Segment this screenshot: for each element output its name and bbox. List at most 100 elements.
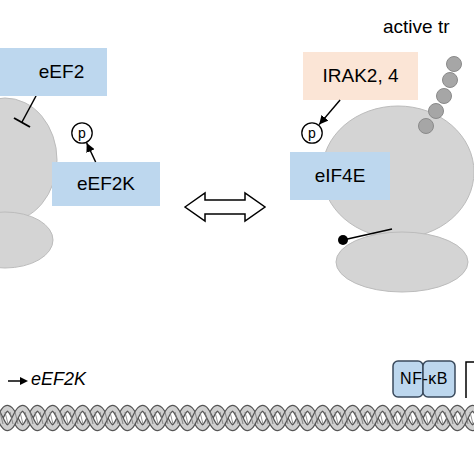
dna-hatch — [105, 412, 108, 424]
binding-ball — [338, 235, 348, 245]
equilibrium-arrow — [185, 193, 265, 221]
node-text: p — [78, 125, 86, 141]
dna-hatch — [265, 412, 268, 424]
dna-hatch — [340, 412, 343, 424]
dna-hatch — [305, 412, 308, 424]
peptide-bead — [429, 104, 444, 119]
ribosome-large-subunit — [0, 98, 57, 222]
dna-hatch — [190, 412, 193, 424]
binding-line — [343, 229, 392, 240]
dna-hatch — [135, 412, 138, 424]
dna-hatch — [470, 412, 473, 424]
dna-hatch — [250, 412, 253, 424]
dna-hatch — [215, 412, 218, 424]
dna-hatch — [195, 412, 198, 424]
dna-hatch — [375, 412, 378, 424]
dna-strand — [0, 408, 474, 427]
peptide-bead — [437, 89, 452, 104]
dna-hatch — [410, 412, 413, 424]
dna-hatch — [55, 412, 58, 424]
dna-hatch — [385, 412, 388, 424]
dna-hatch — [365, 412, 368, 424]
dna-hatch — [295, 412, 298, 424]
dna-strand — [0, 408, 474, 427]
dna-hatch — [160, 412, 163, 424]
dna-hatch — [230, 412, 233, 424]
dna-hatch — [465, 412, 468, 424]
dna-hatch — [430, 412, 433, 424]
dna-hatch — [60, 412, 63, 424]
dna-hatch — [310, 412, 313, 424]
dna-hatch — [40, 412, 43, 424]
dna-hatch — [370, 412, 373, 424]
dna-hatch — [70, 412, 73, 424]
dna-hatch — [435, 412, 438, 424]
dna-hatch — [320, 412, 323, 424]
dna-hatch — [165, 412, 168, 424]
dna-hatch — [360, 412, 363, 424]
dna-hatch — [355, 412, 358, 424]
dna-hatch — [75, 412, 78, 424]
gene-label: eEF2K — [31, 369, 86, 390]
dna-hatch — [10, 412, 13, 424]
ribosome-small-subunit — [336, 232, 468, 292]
dna-hatch — [155, 412, 158, 424]
node-text: IRAK2, 4 — [322, 65, 398, 87]
dna-hatch — [120, 412, 123, 424]
dna-hatch — [90, 412, 93, 424]
ribosome-small-subunit — [0, 212, 53, 268]
dna-hatch — [115, 412, 118, 424]
kinase-box: eEF2K — [52, 162, 160, 206]
dna-hatch — [280, 412, 283, 424]
dna-hatch — [175, 412, 178, 424]
inhibition-line — [22, 96, 36, 122]
node-text: eEF2 — [39, 61, 84, 83]
dna-hatch — [315, 412, 318, 424]
dna-hatch — [325, 412, 328, 424]
dna-hatch — [455, 412, 458, 424]
dna-hatch — [180, 412, 183, 424]
dna-hatch — [65, 412, 68, 424]
phospho-circle: p — [301, 122, 323, 144]
node-text: eEF2K — [77, 173, 135, 195]
dna-hatch — [15, 412, 18, 424]
dna-hatch — [130, 412, 133, 424]
dna-hatch — [335, 412, 338, 424]
dna-hatch — [45, 412, 48, 424]
dna-strand-outline — [0, 408, 474, 427]
dna-hatch — [245, 412, 248, 424]
dna-hatch — [125, 412, 128, 424]
dna-hatch — [330, 412, 333, 424]
dna-hatch — [25, 412, 28, 424]
dna-hatch — [150, 412, 153, 424]
protein-box: eEF2 — [0, 48, 107, 96]
node-text: NF-κB — [400, 370, 448, 388]
dna-hatch — [270, 412, 273, 424]
dna-hatch — [5, 412, 8, 424]
dna-hatch — [300, 412, 303, 424]
dna-hatch — [210, 412, 213, 424]
gene-bracket — [466, 362, 474, 398]
dna-hatch — [255, 412, 258, 424]
kinase-box: IRAK2, 4 — [303, 52, 418, 100]
dna-hatch — [395, 412, 398, 424]
peptide-bead — [443, 73, 458, 88]
node-text: p — [308, 125, 316, 141]
dna-hatch — [400, 412, 403, 424]
phospho-circle: p — [71, 122, 93, 144]
inhibition-bar — [14, 118, 30, 127]
dna-hatch — [235, 412, 238, 424]
dna-hatch — [85, 412, 88, 424]
section-heading: active tr — [383, 16, 450, 38]
activation-arrow — [319, 100, 340, 125]
dna-hatch — [380, 412, 383, 424]
dna-hatch — [50, 412, 53, 424]
transcription-arrowhead — [20, 377, 28, 385]
dna-hatch — [240, 412, 243, 424]
dna-hatch — [445, 412, 448, 424]
protein-box: eIF4E — [290, 152, 390, 200]
dna-hatch — [200, 412, 203, 424]
dna-hatch — [390, 412, 393, 424]
dna-hatch — [20, 412, 23, 424]
